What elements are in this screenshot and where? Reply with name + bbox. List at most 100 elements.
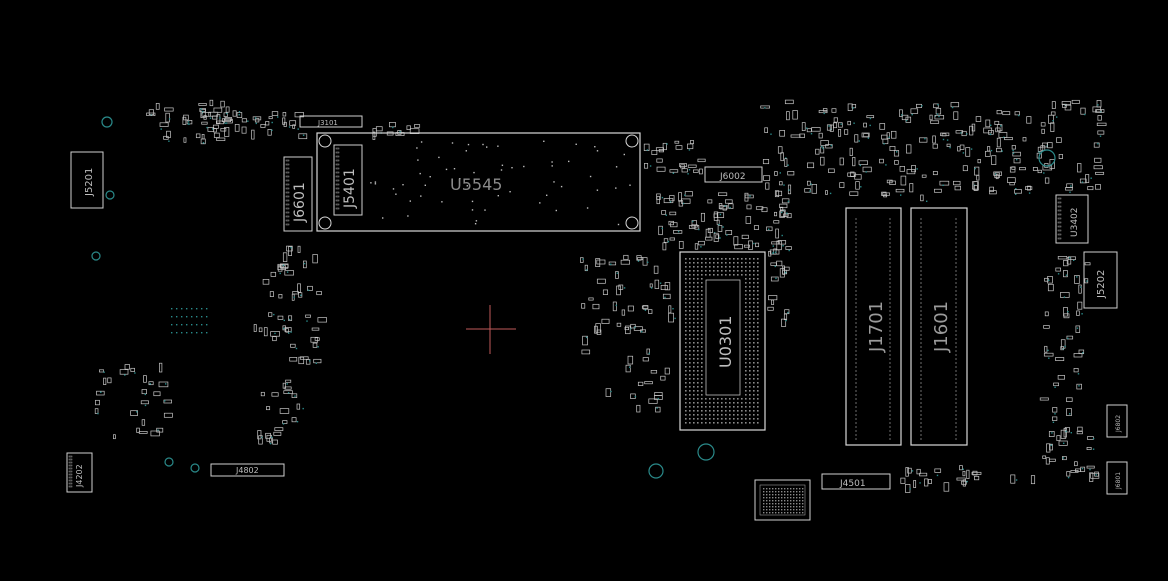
via <box>1028 192 1031 194</box>
smd-part <box>1049 443 1053 451</box>
component-u5545[interactable]: U5545 <box>316 132 641 232</box>
smd-part <box>335 195 340 198</box>
smd-part <box>939 180 950 186</box>
smd-part <box>1078 284 1082 294</box>
smd-part <box>858 160 868 165</box>
component-j4501[interactable]: J4501 <box>821 473 891 490</box>
via <box>1067 337 1069 340</box>
via <box>306 320 308 322</box>
smd-part <box>1094 157 1102 163</box>
smd-part <box>335 171 340 174</box>
smd-part <box>198 103 207 106</box>
via <box>785 272 787 274</box>
smd-part <box>298 292 303 298</box>
smd-part <box>849 147 853 156</box>
via <box>1047 349 1049 352</box>
component-j3101[interactable]: J3101 <box>299 115 363 128</box>
via <box>919 482 921 484</box>
smd-part <box>1085 174 1090 183</box>
smd-part <box>669 211 677 216</box>
via <box>187 123 190 125</box>
component-j4802[interactable]: J4802 <box>210 463 285 477</box>
smd-part <box>224 117 233 121</box>
smd-part <box>268 312 273 317</box>
via <box>615 187 617 189</box>
smd-part <box>792 110 798 120</box>
smd-part <box>651 150 658 155</box>
via <box>822 147 824 150</box>
component-j4202[interactable]: J4202 <box>66 452 93 493</box>
via <box>946 139 949 141</box>
smd-part <box>68 455 73 458</box>
via <box>303 262 306 265</box>
smd-part <box>335 187 340 190</box>
via <box>802 503 804 505</box>
via <box>392 126 394 129</box>
smd-part <box>954 185 961 191</box>
smd-part <box>280 263 289 268</box>
smd-part <box>920 194 924 202</box>
via <box>255 122 257 125</box>
smd-part <box>1090 472 1100 479</box>
component-bga-bottom[interactable] <box>754 479 811 521</box>
via <box>206 308 208 310</box>
smd-part <box>601 318 610 324</box>
via <box>288 126 291 128</box>
via <box>1081 181 1084 183</box>
smd-part <box>675 145 683 150</box>
via <box>905 119 908 122</box>
via <box>637 260 640 262</box>
via <box>766 503 768 505</box>
component-j6802[interactable]: J6802 <box>1106 404 1128 438</box>
via <box>810 133 813 135</box>
smd-part <box>889 146 896 151</box>
component-j5202[interactable]: J5202 <box>1083 251 1118 309</box>
component-u3402[interactable]: U3402 <box>1055 194 1089 244</box>
smd-part <box>303 260 307 269</box>
via <box>781 509 783 511</box>
component-j5201[interactable]: J5201 <box>70 151 104 209</box>
via <box>772 491 774 493</box>
via <box>916 168 918 170</box>
component-j1701[interactable]: J1701 <box>845 207 902 446</box>
smd-part <box>267 129 272 136</box>
via <box>769 509 771 511</box>
smd-part <box>662 242 667 251</box>
smd-part <box>616 322 622 327</box>
via <box>630 327 632 330</box>
via <box>778 491 780 493</box>
smd-part <box>213 107 223 113</box>
smd-part <box>212 115 218 120</box>
via <box>682 202 685 205</box>
via <box>821 146 823 148</box>
smd-part <box>265 432 271 439</box>
via <box>1054 386 1056 388</box>
label-j1701: J1701 <box>866 301 887 353</box>
smd-part <box>649 283 653 288</box>
via <box>828 125 830 127</box>
smd-part <box>1096 122 1107 126</box>
smd-part <box>1076 310 1080 316</box>
via <box>484 209 486 211</box>
smd-part <box>621 309 626 316</box>
component-j6002[interactable]: J6002 <box>704 166 763 183</box>
component-j6801[interactable]: J6801 <box>1106 461 1128 495</box>
via <box>698 228 700 231</box>
via <box>688 169 691 171</box>
component-j1601[interactable]: J1601 <box>910 207 968 446</box>
smd-part <box>987 146 991 152</box>
via <box>402 184 404 186</box>
label-j6802: J6802 <box>1115 415 1122 433</box>
smd-part <box>694 225 700 230</box>
component-j6601[interactable]: J6601 <box>283 156 313 232</box>
smd-part <box>1057 201 1062 204</box>
smd-part <box>201 112 211 117</box>
via <box>790 494 792 496</box>
smd-part <box>929 114 933 121</box>
via <box>511 167 513 169</box>
smd-part <box>272 336 277 342</box>
via <box>799 512 801 514</box>
component-j5401[interactable]: J5401 <box>333 144 363 216</box>
component-u0301[interactable]: U0301 <box>679 251 766 431</box>
